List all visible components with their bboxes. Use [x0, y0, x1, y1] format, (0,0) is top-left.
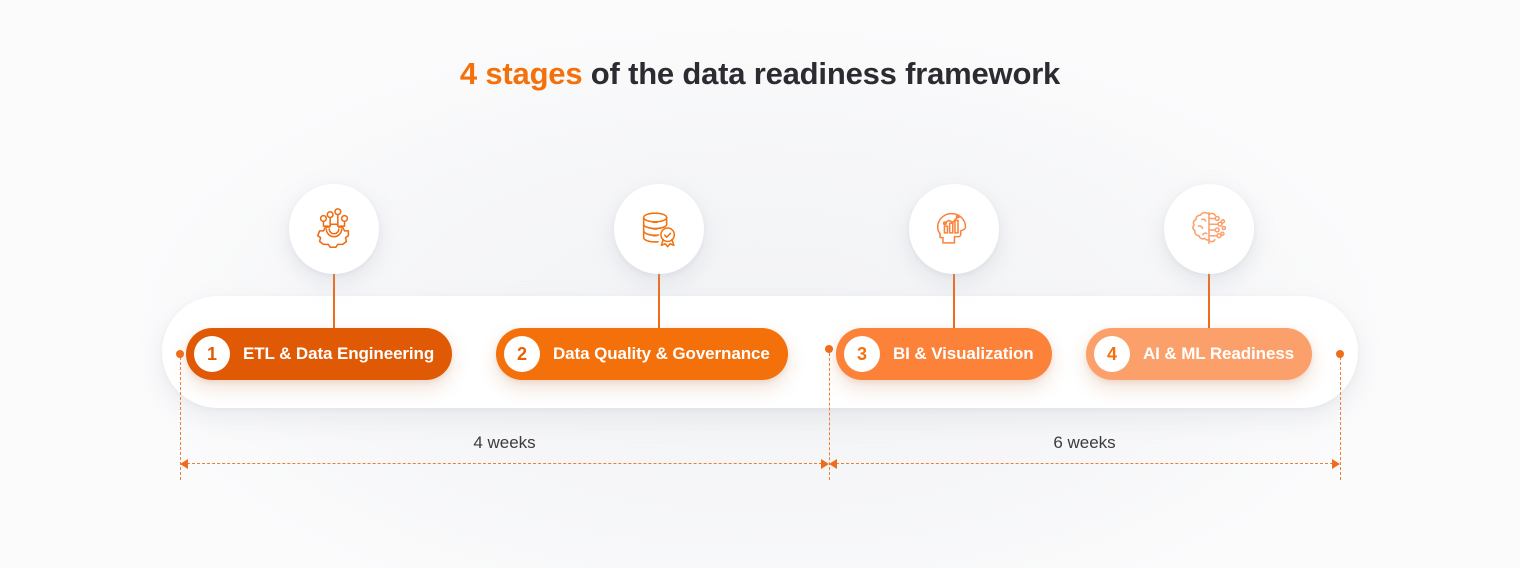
- stage-pill-3[interactable]: 3 BI & Visualization: [836, 328, 1052, 380]
- connector-stem-3: [953, 270, 955, 340]
- stage-number-3-text: 3: [856, 343, 867, 364]
- timeline-arrow-1: [180, 458, 829, 470]
- stage-icon-bubble-1[interactable]: [289, 184, 379, 274]
- stage-pill-4[interactable]: 4 AI & ML Readiness: [1086, 328, 1313, 380]
- timeline-guide-dot-end: [1336, 350, 1344, 358]
- database-certificate-icon: [636, 206, 682, 252]
- timeline-guide-mid: [829, 348, 830, 480]
- stage-number-4: 4: [1094, 336, 1130, 372]
- stage-icon-bubble-2[interactable]: [614, 184, 704, 274]
- stage-label-2: Data Quality & Governance: [553, 344, 770, 363]
- timeline-arrow-1-left-head: [180, 459, 188, 469]
- ai-brain-circuit-icon: [1186, 206, 1232, 252]
- stage-label-4: AI & ML Readiness: [1143, 344, 1295, 363]
- title-highlight: 4 stages: [459, 56, 583, 91]
- connector-stem-1: [333, 270, 335, 340]
- stage-number-4-text: 4: [1106, 343, 1117, 364]
- stage-label-3: BI & Visualization: [893, 344, 1034, 363]
- stage-label-1: ETL & Data Engineering: [243, 344, 435, 363]
- stage-pill-1[interactable]: 1 ETL & Data Engineering: [186, 328, 453, 380]
- timeline-span-label-1: 4 weeks: [473, 433, 536, 452]
- timeline-guide-dot-start: [176, 350, 184, 358]
- stage-number-3: 3: [844, 336, 880, 372]
- stage-icon-bubble-3[interactable]: [909, 184, 999, 274]
- timeline-arrow-2-left-head: [829, 459, 837, 469]
- timeline-guide-end: [1340, 352, 1341, 480]
- timeline-guide-start: [180, 352, 181, 480]
- timeline-span-label-2: 6 weeks: [1053, 433, 1116, 452]
- gear-circuit-icon: [311, 206, 357, 252]
- stage-pill-2[interactable]: 2 Data Quality & Governance: [496, 328, 788, 380]
- stage-icon-bubble-4[interactable]: [1164, 184, 1254, 274]
- page-title: 4 stages of the data readiness framework: [0, 56, 1520, 92]
- connector-stem-2: [658, 270, 660, 340]
- timeline-arrow-2-right-head: [1332, 459, 1340, 469]
- stage-number-2: 2: [504, 336, 540, 372]
- connector-stem-4: [1208, 270, 1210, 340]
- stage-number-2-text: 2: [516, 343, 527, 364]
- head-barchart-icon: [931, 206, 977, 252]
- timeline-arrow-1-right-head: [821, 459, 829, 469]
- title-rest: of the data readiness framework: [582, 56, 1061, 91]
- timeline-arrow-2: [829, 458, 1340, 470]
- stage-number-1: 1: [194, 336, 230, 372]
- timeline-arrow-2-shaft: [836, 463, 1333, 464]
- stage-number-1-text: 1: [206, 343, 217, 364]
- timeline-arrow-1-shaft: [187, 463, 822, 464]
- timeline-guide-dot-mid: [825, 345, 833, 353]
